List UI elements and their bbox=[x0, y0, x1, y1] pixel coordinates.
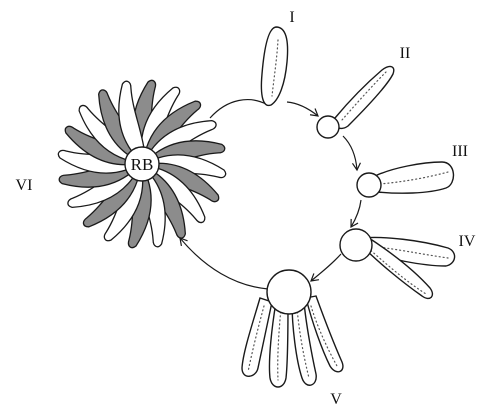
stage-3-cell bbox=[357, 162, 453, 197]
stage-label-4: IV bbox=[459, 233, 476, 250]
arrow-stage-5-to-rosette bbox=[180, 238, 268, 289]
arrow-stage-1-to-stage-2 bbox=[287, 102, 318, 116]
stage-label-1: I bbox=[289, 9, 294, 26]
arrow-stage-4-to-stage-5 bbox=[311, 254, 341, 281]
stage-label-2: II bbox=[400, 45, 411, 62]
stage-2-cell bbox=[317, 67, 394, 138]
stage-1-cell bbox=[261, 27, 287, 105]
stage-label-5: V bbox=[330, 391, 342, 408]
stage-label-6: VI bbox=[16, 177, 33, 194]
arrow-rosette-to-stage-1 bbox=[210, 100, 266, 118]
stage-4-cell bbox=[340, 229, 455, 298]
arrow-stage-3-to-stage-4 bbox=[351, 200, 361, 227]
arrow-stage-2-to-stage-3 bbox=[343, 136, 357, 170]
rosette-center-label: RB bbox=[131, 155, 154, 174]
rosette-center: RB bbox=[125, 147, 159, 181]
stage-label-3: III bbox=[452, 143, 468, 160]
